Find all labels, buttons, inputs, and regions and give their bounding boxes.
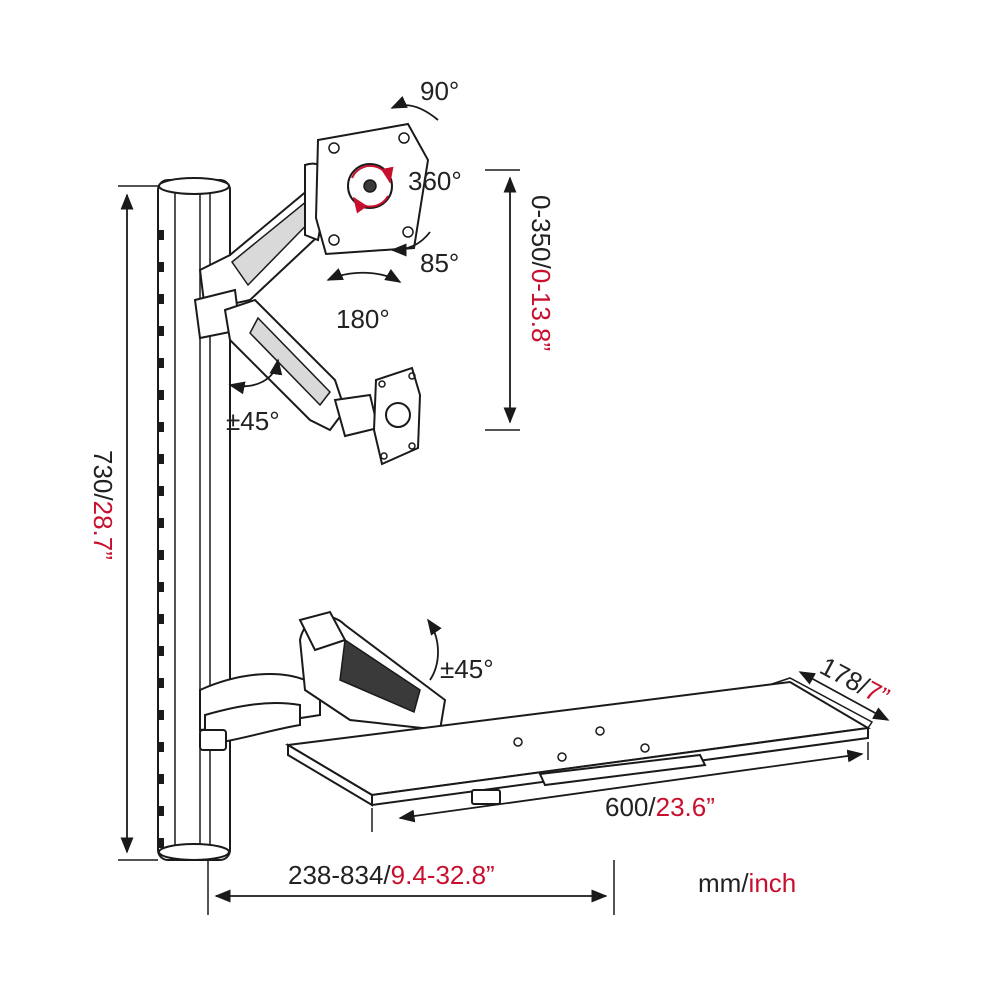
column-slot <box>158 294 164 304</box>
column-slot <box>158 390 164 400</box>
tilt-arrow <box>390 96 439 121</box>
keyboard-arm <box>199 610 447 751</box>
column-slot <box>158 358 164 368</box>
tilt-down-label: 85° <box>420 248 459 278</box>
monitor-arm-lowered <box>223 298 380 438</box>
arm-tilt-arrow <box>228 358 283 395</box>
column-slot <box>158 326 164 336</box>
arm-travel-dimension <box>485 169 520 431</box>
vesa-plate-raised <box>314 122 430 256</box>
column-slot <box>158 422 164 432</box>
column-slot <box>158 518 164 528</box>
height-dimension <box>118 185 158 861</box>
column-slot <box>158 230 164 240</box>
column-slot <box>158 710 164 720</box>
tray-tilt-arrow <box>427 618 442 681</box>
arm-tilt-label: ±45° <box>226 406 280 436</box>
rotation-label: 360° <box>408 166 462 196</box>
column-slot <box>158 454 164 464</box>
column-slot <box>158 742 164 752</box>
reach-label: 238-834/9.4-32.8” <box>288 860 495 890</box>
column-slot <box>158 678 164 688</box>
tray-width-dimension <box>371 742 869 832</box>
height-label: 730/28.7” <box>88 450 118 560</box>
tilt-label: 90° <box>420 76 459 106</box>
column-slot <box>158 774 164 784</box>
vesa-plate-lowered <box>372 366 422 466</box>
column-slot <box>158 486 164 496</box>
column-slot <box>158 646 164 656</box>
tray-depth-dimension <box>798 671 890 721</box>
swivel-arrow <box>326 268 402 283</box>
tilt-down-arrow <box>390 231 431 257</box>
arm-travel-label: 0-350/0-13.8” <box>526 195 556 351</box>
column-slot <box>158 550 164 560</box>
column-slot <box>158 806 164 816</box>
units-label: mm/inch <box>698 868 796 898</box>
column-slot <box>158 582 164 592</box>
tray-width-label: 600/23.6” <box>605 792 715 822</box>
swivel-label: 180° <box>336 304 390 334</box>
tray-tilt-label: ±45° <box>440 654 494 684</box>
column-slot <box>158 614 164 624</box>
column-slot <box>158 262 164 272</box>
column-slot <box>158 838 164 848</box>
reach-dimension <box>207 860 615 915</box>
column-slots <box>158 230 164 848</box>
